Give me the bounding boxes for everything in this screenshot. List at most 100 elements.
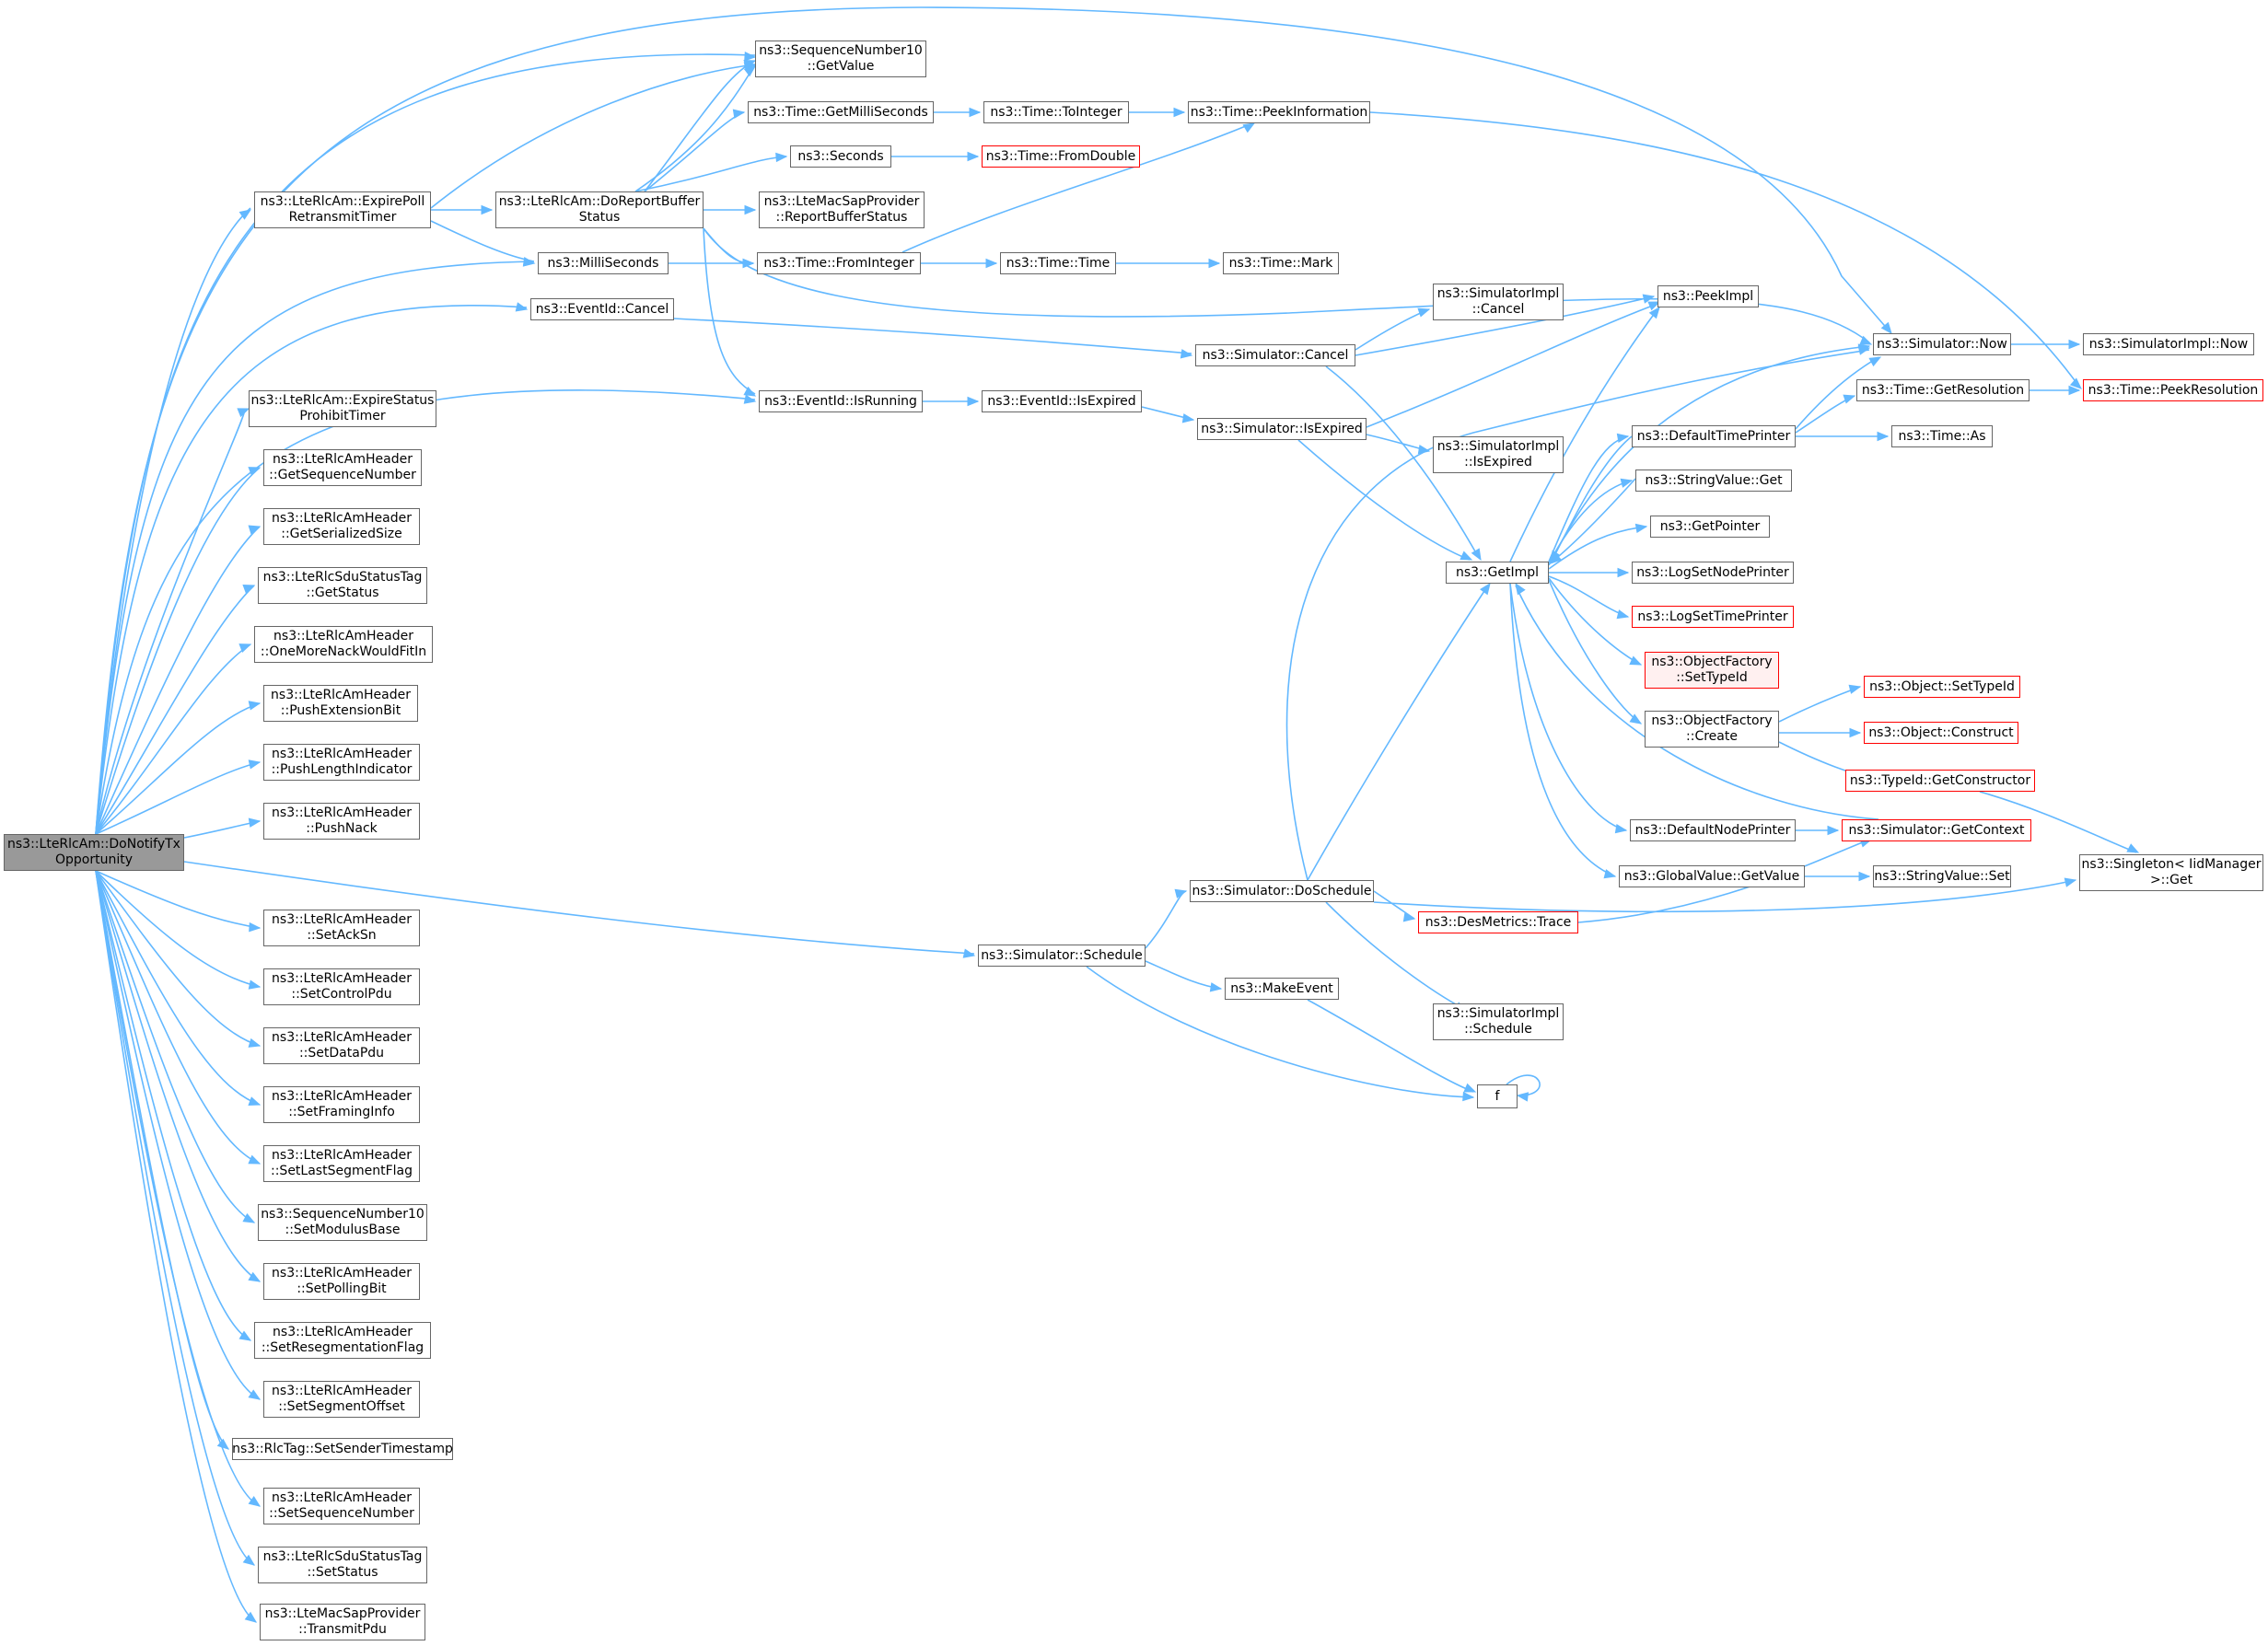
node-rlctag-setsendertimestamp[interactable]: ns3::RlcTag::SetSenderTimestamp: [232, 1438, 453, 1460]
call-edge: [1369, 111, 2080, 388]
call-edge-arrowhead: [743, 65, 757, 77]
node-objectfactory-create[interactable]: ns3::ObjectFactory::Create: [1645, 711, 1779, 748]
node-simulatorimpl-schedule[interactable]: ns3::SimulatorImpl::Schedule: [1433, 1003, 1564, 1040]
node-object-construct[interactable]: ns3::Object::Construct: [1864, 722, 2018, 744]
node-eventid-isexpired[interactable]: ns3::EventId::IsExpired: [982, 390, 1142, 412]
node-time-tointeger[interactable]: ns3::Time::ToInteger: [983, 101, 1129, 123]
node-ltermcamheader-pushnack[interactable]: ns3::LteRlcAmHeader::PushNack: [263, 803, 420, 840]
call-edge: [95, 389, 756, 835]
node-ltermcamheader-pushlengthindicator[interactable]: ns3::LteRlcAmHeader::PushLengthIndicator: [263, 744, 420, 781]
node-ltermcamheader-setcontrolpdu[interactable]: ns3::LteRlcAmHeader::SetControlPdu: [263, 968, 420, 1005]
node-simulator-schedule[interactable]: ns3::Simulator::Schedule: [978, 945, 1146, 967]
node-objectfactory-settypeid[interactable]: ns3::ObjectFactory::SetTypeId: [1645, 652, 1779, 689]
node-line-2: ::TransmitPdu: [298, 1622, 387, 1637]
call-edge-arrowhead: [1209, 982, 1223, 992]
node-simulator-doschedule[interactable]: ns3::Simulator::DoSchedule: [1190, 880, 1374, 902]
node-ltermcamheader-getsequencenumber[interactable]: ns3::LteRlcAmHeader::GetSequenceNumber: [263, 449, 422, 486]
node-line-1: ns3::ObjectFactory: [1651, 655, 1773, 669]
node-simulator-getcontext[interactable]: ns3::Simulator::GetContext: [1842, 819, 2031, 841]
node-ltermcamheader-setsequencenumber[interactable]: ns3::LteRlcAmHeader::SetSequenceNumber: [263, 1488, 420, 1524]
node-logsettimeprinter[interactable]: ns3::LogSetTimePrinter: [1632, 606, 1794, 628]
node-ltermcamheader-setsegmentoffset[interactable]: ns3::LteRlcAmHeader::SetSegmentOffset: [263, 1381, 420, 1418]
node-line-1: ns3::LteRlcAmHeader: [272, 1490, 412, 1505]
call-edge: [95, 261, 535, 835]
node-ltemacsapprovider-reportbufferstatus[interactable]: ns3::LteMacSapProvider::ReportBufferStat…: [759, 191, 925, 228]
node-time-time[interactable]: ns3::Time::Time: [1000, 252, 1116, 274]
node-ltemacsapprovider-transmitpdu[interactable]: ns3::LteMacSapProvider::TransmitPdu: [260, 1604, 425, 1640]
node-peekimpl[interactable]: ns3::PeekImpl: [1657, 285, 1759, 307]
node-stringvalue-get[interactable]: ns3::StringValue::Get: [1635, 469, 1792, 492]
call-edge-arrowhead: [1173, 107, 1186, 118]
node-line-1: ns3::Time::ToInteger: [990, 104, 1122, 120]
node-line-2: ::IsExpired: [1464, 455, 1532, 469]
node-globalvalue-getvalue[interactable]: ns3::GlobalValue::GetValue: [1619, 865, 1805, 887]
node-ltermcamheader-onemorenackwouldfitin[interactable]: ns3::LteRlcAmHeader::OneMoreNackWouldFit…: [254, 626, 433, 663]
node-ltermcamheader-setpollingbit[interactable]: ns3::LteRlcAmHeader::SetPollingBit: [263, 1263, 420, 1300]
node-time-frominteger[interactable]: ns3::Time::FromInteger: [757, 252, 921, 274]
node-line-2: ::SetPollingBit: [297, 1281, 387, 1296]
node-eventid-isrunning[interactable]: ns3::EventId::IsRunning: [759, 390, 923, 412]
call-edge: [634, 64, 756, 192]
node-line-1: ns3::LteRlcSduStatusTag: [262, 1549, 423, 1564]
node-ltermcamheader-setresegmentationflag[interactable]: ns3::LteRlcAmHeader::SetResegmentationFl…: [254, 1322, 431, 1359]
node-defaulttimeprinter[interactable]: ns3::DefaultTimePrinter: [1632, 425, 1796, 447]
node-typeid-getconstructor[interactable]: ns3::TypeId::GetConstructor: [1845, 770, 2035, 792]
node-line-2: ::PushExtensionBit: [280, 703, 401, 718]
node-getpointer[interactable]: ns3::GetPointer: [1650, 516, 1770, 538]
node-line-2: ::ReportBufferStatus: [775, 210, 908, 225]
node-time-getresolution[interactable]: ns3::Time::GetResolution: [1856, 379, 2030, 401]
node-simulator-cancel[interactable]: ns3::Simulator::Cancel: [1195, 344, 1355, 366]
node-sequencenumber10-setmodulusbase[interactable]: ns3::SequenceNumber10::SetModulusBase: [258, 1204, 427, 1241]
node-ltermcamheader-setacksn[interactable]: ns3::LteRlcAmHeader::SetAckSn: [263, 910, 420, 946]
call-edge: [644, 60, 756, 192]
node-getimpl[interactable]: ns3::GetImpl: [1446, 562, 1549, 584]
node-seconds[interactable]: ns3::Seconds: [790, 145, 891, 168]
node-ltermcamheader-setdatapdu[interactable]: ns3::LteRlcAmHeader::SetDataPdu: [263, 1027, 420, 1064]
node-line-1: ns3::LteRlcSduStatusTag: [262, 570, 423, 585]
node-simulatorimpl-now[interactable]: ns3::SimulatorImpl::Now: [2083, 333, 2254, 355]
node-simulator-now[interactable]: ns3::Simulator::Now: [1873, 333, 2011, 355]
call-edge: [95, 643, 251, 835]
node-ltermcamheader-setlastsegmentflag[interactable]: ns3::LteRlcAmHeader::SetLastSegmentFlag: [263, 1145, 420, 1182]
node-line-2: ::PushNack: [306, 821, 378, 836]
node-ltermcamheader-setframinginfo[interactable]: ns3::LteRlcAmHeader::SetFramingInfo: [263, 1086, 420, 1123]
node-simulator-isexpired[interactable]: ns3::Simulator::IsExpired: [1197, 418, 1367, 440]
node-sdustatustag-setstatus[interactable]: ns3::LteRlcSduStatusTag::SetStatus: [258, 1547, 427, 1583]
node-makeevent[interactable]: ns3::MakeEvent: [1225, 978, 1339, 1000]
node-line-1: ns3::LteMacSapProvider: [264, 1606, 421, 1621]
node-ltermcamheader-getserializedsize[interactable]: ns3::LteRlcAmHeader::GetSerializedSize: [263, 508, 420, 545]
node-simulatorimpl-cancel[interactable]: ns3::SimulatorImpl::Cancel: [1433, 284, 1564, 320]
node-time-mark[interactable]: ns3::Time::Mark: [1223, 252, 1339, 274]
node-sdustatustag-getstatus[interactable]: ns3::LteRlcSduStatusTag::GetStatus: [258, 567, 427, 604]
node-line-1: ns3::Time::FromInteger: [763, 255, 914, 271]
call-edge: [1355, 296, 1655, 356]
node-milliseconds[interactable]: ns3::MilliSeconds: [538, 252, 669, 274]
node-line-1: ns3::SimulatorImpl: [1436, 439, 1560, 454]
call-edge-arrowhead: [242, 584, 256, 594]
node-time-getmilliseconds[interactable]: ns3::Time::GetMilliSeconds: [748, 101, 934, 123]
call-edge-arrowhead: [242, 1554, 256, 1566]
call-edge-arrowhead: [1181, 413, 1195, 423]
node-defaultnodeprinter[interactable]: ns3::DefaultNodePrinter: [1630, 819, 1796, 841]
node-desmetrics-trace[interactable]: ns3::DesMetrics::Trace: [1418, 911, 1578, 933]
node-time-fromdouble[interactable]: ns3::Time::FromDouble: [982, 145, 1140, 168]
node-line-2: ::SetSegmentOffset: [278, 1399, 405, 1414]
node-logsetnodeprinter[interactable]: ns3::LogSetNodePrinter: [1632, 562, 1794, 584]
call-edge: [1506, 1074, 1541, 1096]
node-line-2: ::Create: [1686, 729, 1738, 744]
node-singleton-iidmanager-get[interactable]: ns3::Singleton< IidManager>::Get: [2079, 854, 2263, 891]
node-time-peekresolution[interactable]: ns3::Time::PeekResolution: [2083, 379, 2263, 401]
node-simulatorimpl-isexpired[interactable]: ns3::SimulatorImpl::IsExpired: [1433, 436, 1564, 473]
call-edge-arrowhead: [238, 643, 252, 653]
node-f[interactable]: f: [1477, 1084, 1518, 1108]
node-time-peekinformation[interactable]: ns3::Time::PeekInformation: [1188, 101, 1370, 123]
node-time-as[interactable]: ns3::Time::As: [1891, 425, 1993, 447]
node-ltermcamheader-pushextensionbit[interactable]: ns3::LteRlcAmHeader::PushExtensionBit: [263, 685, 418, 722]
node-stringvalue-set[interactable]: ns3::StringValue::Set: [1873, 865, 2011, 887]
node-eventid-cancel[interactable]: ns3::EventId::Cancel: [530, 298, 674, 320]
node-sequencenumber10-getvalue[interactable]: ns3::SequenceNumber10::GetValue: [755, 41, 926, 77]
node-object-settypeid[interactable]: ns3::Object::SetTypeId: [1864, 676, 2020, 698]
